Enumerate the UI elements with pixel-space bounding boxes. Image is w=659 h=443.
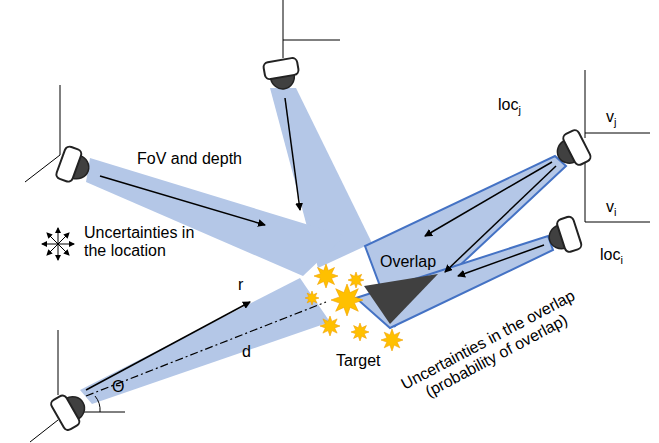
overlap-label: Overlap	[380, 253, 436, 271]
overlap-cones	[356, 156, 566, 328]
camera	[544, 216, 582, 257]
uncertainty-label: Uncertainties in the location	[84, 224, 196, 261]
camera	[49, 388, 91, 432]
camera	[551, 128, 592, 171]
target-star	[305, 291, 319, 305]
target-star	[320, 316, 340, 336]
target-star	[314, 264, 338, 288]
distance-label: d	[242, 343, 251, 361]
fov-cones	[80, 88, 372, 404]
target-star	[348, 272, 364, 288]
target-stars	[305, 264, 403, 351]
camera	[55, 145, 94, 187]
target-star	[351, 323, 369, 341]
uncertainty-icon	[42, 228, 74, 260]
angle-label: Θ	[112, 378, 124, 396]
axis-lines	[25, 0, 650, 442]
location-label: loci	[600, 246, 623, 267]
target-star	[381, 329, 403, 351]
fov-label: FoV and depth	[137, 150, 242, 168]
distance-line	[86, 302, 326, 396]
target-label: Target	[336, 352, 380, 370]
location-label: locj	[498, 96, 521, 117]
view-label: vi	[606, 198, 616, 219]
camera	[263, 57, 302, 91]
angle-arc	[95, 396, 100, 412]
radius-label: r	[238, 276, 243, 294]
overlap-region	[364, 274, 438, 324]
view-label: vj	[606, 108, 616, 129]
target-star	[331, 284, 363, 316]
